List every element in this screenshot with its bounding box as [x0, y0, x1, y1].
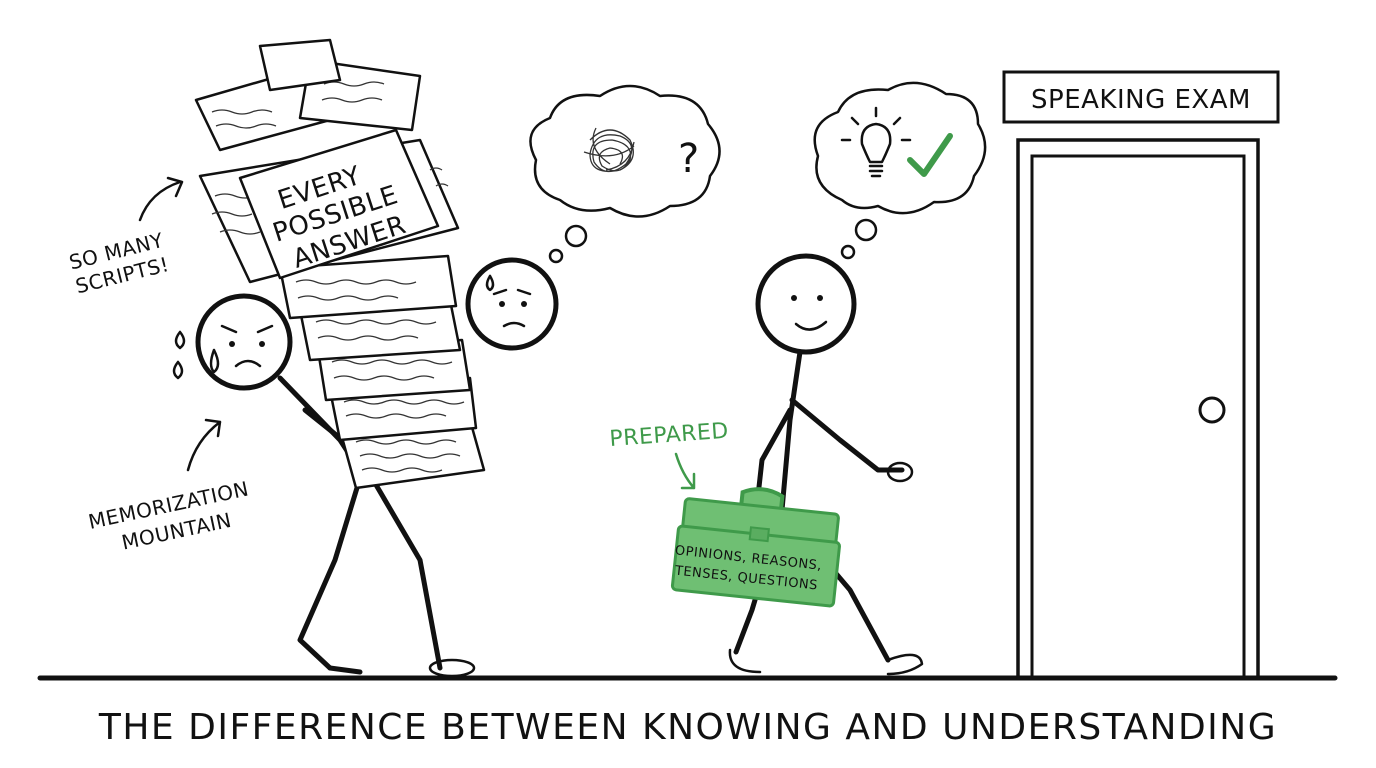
prepared-arrow-icon [674, 452, 696, 490]
exam-door [1002, 70, 1280, 680]
scripts-arrow-icon [138, 176, 184, 222]
checkmark-icon [907, 133, 953, 177]
exam-sign-text: SPEAKING EXAM [1031, 85, 1251, 115]
confident-thought-bubble [813, 81, 987, 260]
paper-pile [194, 38, 486, 490]
door-knob-icon [1198, 396, 1226, 424]
worried-face [195, 293, 293, 391]
lightbulb-icon [840, 106, 912, 178]
tangled-thought-icon [583, 127, 635, 173]
prepared-label: PREPARED [609, 419, 730, 452]
mountain-arrow-icon [186, 418, 222, 472]
prepared-stick-figure [728, 253, 924, 676]
second-worried-face [465, 257, 559, 351]
exam-sign-board [1002, 70, 1280, 124]
confused-thought-bubble: ? [529, 84, 721, 264]
skills-toolbox [670, 487, 841, 608]
question-mark: ? [678, 136, 700, 182]
happy-face [755, 253, 857, 355]
caption: THE DIFFERENCE BETWEEN KNOWING AND UNDER… [98, 707, 1278, 748]
